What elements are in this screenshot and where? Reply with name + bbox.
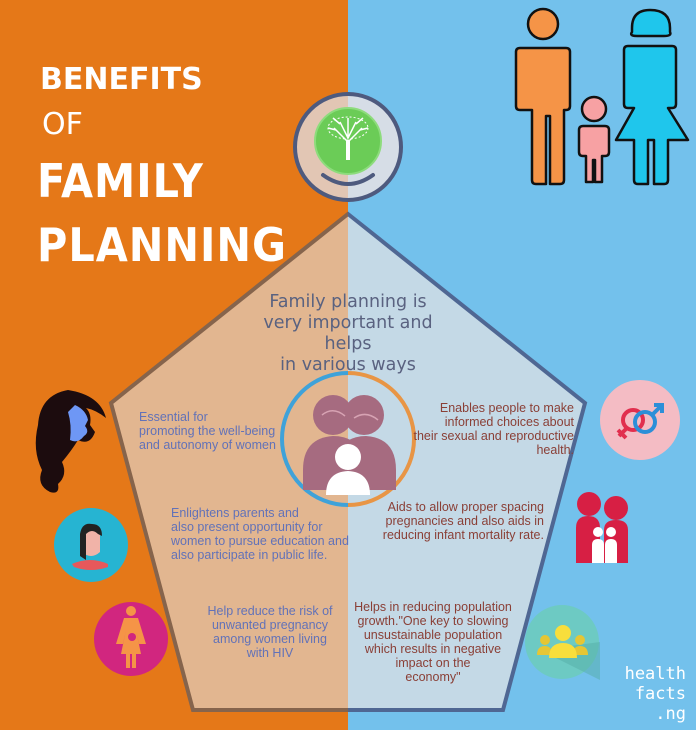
benefit-line: among women living <box>213 632 327 646</box>
benefit-line: also present opportunity for <box>171 520 323 534</box>
benefit-line: reducing infant mortality rate. <box>382 528 544 542</box>
brand-line: facts <box>634 684 686 704</box>
benefit-line: health. <box>536 443 574 457</box>
benefit-line: Help reduce the risk of <box>207 604 333 618</box>
benefit-line: promoting the well-being <box>139 424 276 438</box>
benefit-line: pregnancies and also aids in <box>385 514 544 528</box>
benefit-line: also participate in public life. <box>171 548 328 562</box>
tree-badge <box>293 92 403 202</box>
benefit-pregnancy-spacing: Aids to allow proper spacing pregnancies… <box>378 500 544 542</box>
benefit-line: growth."One key to slowing <box>357 614 509 628</box>
benefit-hiv-risk: Help reduce the risk of unwanted pregnan… <box>195 604 345 660</box>
benefit-line: unwanted pregnancy <box>211 618 329 632</box>
benefit-line: their sexual and reproductive <box>413 429 574 443</box>
benefit-line: informed choices about <box>444 415 574 429</box>
gender-symbols <box>600 380 680 460</box>
benefit-informed-choices: Enables people to make informed choices … <box>404 401 574 457</box>
intro-line: in various ways <box>280 355 416 375</box>
title-planning: PLANNING <box>37 218 287 272</box>
intro-line: very important and helps <box>263 313 433 354</box>
benefit-line: Essential for <box>139 410 208 424</box>
family-icon <box>576 492 628 563</box>
title-benefits: BENEFITS <box>40 62 203 97</box>
benefit-line: women to pursue education and <box>171 534 349 548</box>
pregnant-woman <box>94 602 168 676</box>
benefit-line: with HIV <box>246 646 294 660</box>
brand-line: health <box>624 664 686 684</box>
benefit-line: and autonomy of women <box>139 438 276 452</box>
benefit-line: which results in negative <box>364 642 502 656</box>
benefit-line: Helps in reducing population <box>354 600 512 614</box>
benefit-line: Enlightens parents and <box>171 506 299 520</box>
family-figures <box>514 7 690 186</box>
title-family: FAMILY <box>37 154 204 208</box>
brand-line: .ng <box>655 704 686 724</box>
benefit-line: economy" <box>405 670 461 684</box>
woman-avatar <box>54 508 128 582</box>
group-icon <box>525 605 600 680</box>
brand-logo: health facts .ng <box>625 664 686 724</box>
benefit-enlighten-parents: Enlightens parents and also present oppo… <box>171 506 349 562</box>
woman-silhouette <box>35 390 106 493</box>
title-of: OF <box>42 107 83 142</box>
benefit-line: impact on the <box>395 656 471 670</box>
benefit-line: Enables people to make <box>439 401 574 415</box>
intro-text: Family planning is very important and he… <box>245 292 451 376</box>
intro-line: Family planning is <box>269 292 427 312</box>
benefit-line: Aids to allow proper spacing <box>387 500 544 514</box>
benefit-line: unsustainable population <box>363 628 503 642</box>
benefit-women-wellbeing: Essential for promoting the well-being a… <box>139 410 276 452</box>
benefit-population-growth: Helps in reducing population growth."One… <box>350 600 516 684</box>
